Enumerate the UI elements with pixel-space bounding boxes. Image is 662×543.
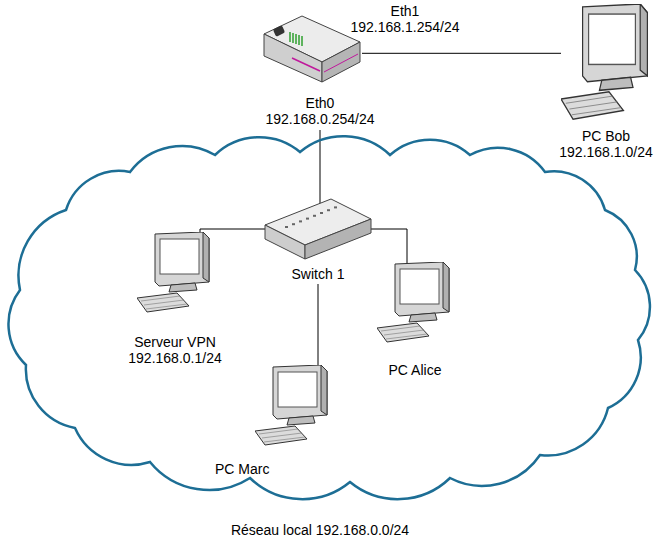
switch-node: Switch 1 [262,195,374,282]
pc-node: PC Alice [365,262,465,378]
host-label: PC Bob 192.168.1.0/24 [552,128,660,160]
router-node: Eth1 192.168.1.254/24Eth0 192.168.0.254/… [255,0,465,135]
pc-icon [137,232,212,314]
cloud-outline [0,110,662,543]
host-label: PC Marc [210,461,330,477]
pc-node: PC Bob 192.168.1.0/24 [552,4,660,160]
interface-label: Eth0 192.168.0.254/24 [255,95,385,127]
host-label: PC Alice [365,362,465,378]
router-icon [262,12,362,87]
pc-node: PC Marc [210,365,330,477]
pc-icon [561,4,651,122]
network-link [318,284,319,367]
network-link [371,229,407,265]
cloud-shape [8,136,649,499]
pc-icon [255,365,330,447]
network-link [362,53,561,54]
host-label: Serveur VPN 192.168.0.1/24 [110,334,240,366]
pc-icon [377,262,452,344]
link-line [318,284,319,367]
link-line [371,229,407,265]
pc-node: Serveur VPN 192.168.0.1/24 [110,232,240,366]
link-line [200,229,265,236]
network-label: Réseau local 192.168.0.0/24 [190,522,450,538]
network-cloud: Réseau local 192.168.0.0/24 Switch 1 Serve… [0,110,662,543]
interface-label: Eth1 192.168.1.254/24 [350,3,460,35]
network-link [200,229,265,236]
switch-icon [263,195,373,261]
switch-label: Switch 1 [262,266,374,282]
link-line [362,53,561,54]
